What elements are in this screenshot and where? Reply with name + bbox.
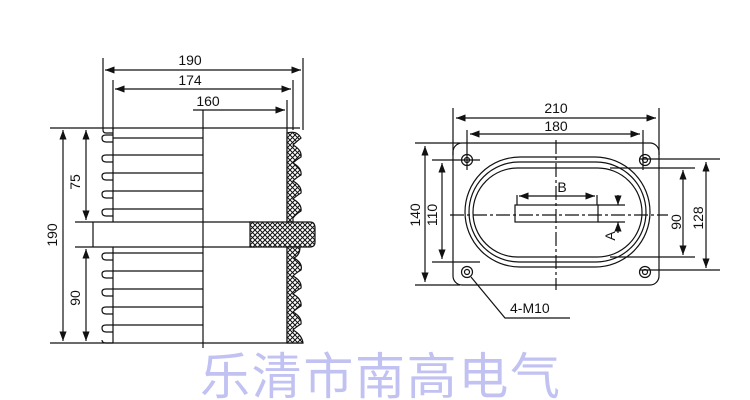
dim-inner-height: 110 — [424, 204, 440, 227]
dim-mid-width: 174 — [178, 72, 202, 88]
dim-height: 190 — [44, 223, 60, 247]
bolt-holes — [460, 153, 652, 279]
slot — [514, 204, 599, 223]
dim-overall-width: 190 — [178, 52, 202, 68]
dim-slot-width: A — [602, 231, 618, 241]
hatched-section — [249, 131, 316, 344]
dim-hole-spacing-x: 180 — [544, 118, 568, 134]
dim-plate-width: 210 — [544, 100, 568, 116]
dim-plate-height: 140 — [407, 203, 423, 227]
dim-lower: 90 — [67, 290, 83, 306]
top-view — [415, 108, 720, 319]
side-view — [50, 58, 304, 348]
watermark: 乐清市南高电气 — [200, 348, 560, 400]
dim-oval-height: 90 — [668, 214, 684, 230]
dim-hole-spacing-y: 128 — [690, 206, 706, 230]
holes-label: 4-M10 — [510, 300, 550, 316]
dim-upper: 75 — [67, 174, 83, 190]
dim-half-width: 160 — [196, 93, 220, 109]
dim-slot-length: B — [557, 179, 566, 195]
leader-line — [470, 276, 570, 319]
